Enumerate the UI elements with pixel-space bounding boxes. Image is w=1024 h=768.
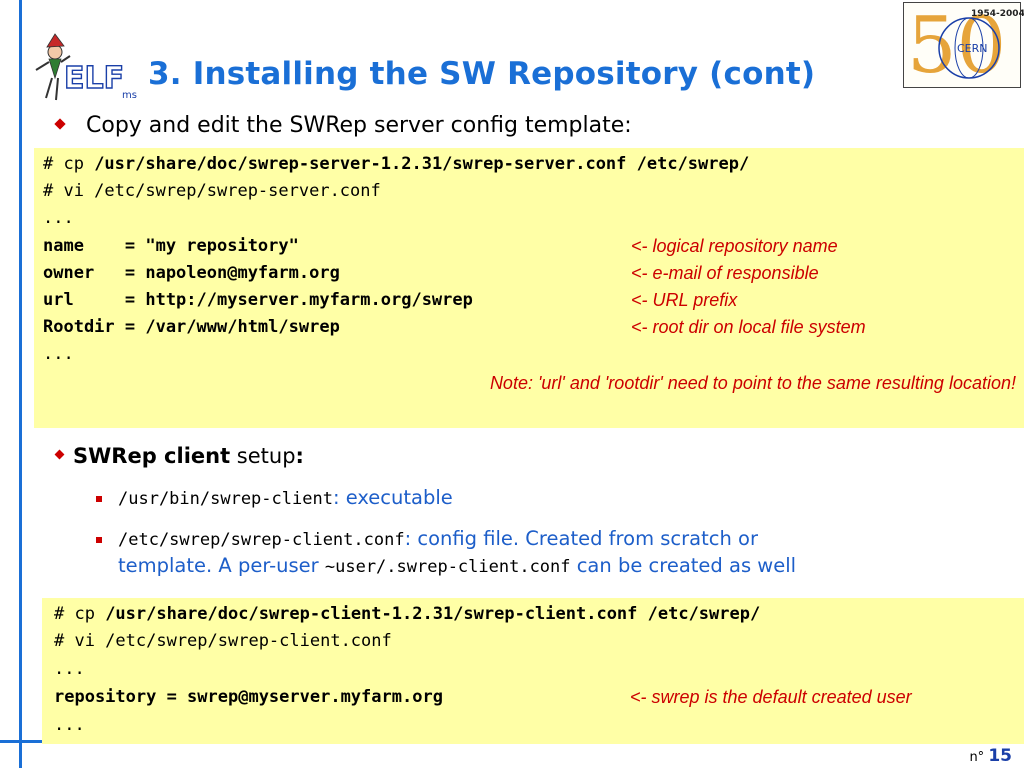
config-setting-rootdir: Rootdir = /var/www/html/swrep: [43, 317, 340, 337]
client-item-text: /etc/swrep/swrep-client.conf: config fil…: [118, 527, 758, 550]
elf-logo-text: ELF: [64, 61, 124, 96]
config-setting-owner: owner = napoleon@myfarm.org: [43, 263, 340, 283]
elf-logo-subtext: ms: [122, 90, 137, 101]
client-setup-bullet: SWRep client setup:: [54, 444, 304, 468]
left-vertical-rule: [19, 0, 22, 768]
intro-bullet: Copy and edit the SWRep server config te…: [54, 113, 632, 138]
client-setup-normal: setup: [230, 444, 296, 468]
diamond-bullet-icon: [54, 449, 65, 459]
config-comment: <- e-mail of responsible: [631, 263, 819, 283]
client-item-desc: : config file. Created from scratch or: [404, 527, 758, 550]
client-item-desc: : executable: [332, 486, 453, 509]
code-line: ...: [43, 208, 74, 228]
code-line: # vi /etc/swrep/swrep-server.conf: [43, 181, 381, 201]
client-config-code-block: # cp /usr/share/doc/swrep-client-1.2.31/…: [42, 598, 1024, 744]
config-comment: <- logical repository name: [631, 236, 838, 256]
config-setting-url: url = http://myserver.myfarm.org/swrep: [43, 290, 473, 310]
client-item-text-line2: template. A per-user ~user/.swrep-client…: [118, 554, 796, 577]
square-bullet-icon: [96, 496, 102, 502]
cern-logo-text: CERN: [957, 42, 988, 55]
client-setup-bold: SWRep client: [73, 444, 231, 468]
config-comment: <- root dir on local file system: [631, 317, 866, 337]
code-line: ...: [54, 715, 85, 735]
diamond-bullet-icon: [54, 118, 66, 130]
elf-logo: ELF ms: [35, 33, 137, 101]
cern-logo-years: 1954-2004: [971, 9, 1024, 19]
server-config-code-block: # cp /usr/share/doc/swrep-server-1.2.31/…: [34, 148, 1024, 428]
config-comment: <- swrep is the default created user: [630, 687, 912, 707]
code-line: ...: [43, 344, 74, 364]
code-line: # cp /usr/share/doc/swrep-client-1.2.31/…: [54, 601, 760, 628]
config-note: Note: 'url' and 'rootdir' need to point …: [489, 373, 1016, 393]
bottom-left-rule: [0, 740, 48, 743]
code-prompt: # cp: [43, 154, 95, 174]
code-line: # cp /usr/share/doc/swrep-server-1.2.31/…: [43, 151, 749, 178]
client-item-path: /usr/bin/swrep-client: [118, 489, 333, 509]
config-setting-name: name = "my repository": [43, 236, 299, 256]
client-item-desc: can be created as well: [570, 554, 797, 577]
page-number-value: 15: [988, 746, 1012, 766]
code-prompt: # cp: [54, 604, 106, 624]
client-item-path: ~user/.swrep-client.conf: [324, 557, 571, 577]
client-item-desc: template. A per-user: [118, 554, 325, 577]
config-comment: <- URL prefix: [631, 290, 738, 310]
intro-bullet-text: Copy and edit the SWRep server config te…: [86, 113, 632, 138]
config-setting-repository: repository = swrep@myserver.myfarm.org: [54, 687, 443, 707]
elf-figure-icon: [35, 33, 71, 101]
client-item-text: /usr/bin/swrep-client: executable: [118, 486, 453, 509]
client-item-path: /etc/swrep/swrep-client.conf: [118, 530, 405, 550]
code-command: /usr/share/doc/swrep-server-1.2.31/swrep…: [94, 154, 750, 174]
cern-50-logo: 50 1954-2004 CERN: [903, 1, 1024, 91]
code-command: /usr/share/doc/swrep-client-1.2.31/swrep…: [105, 604, 761, 624]
page-number: n° 15: [969, 746, 1012, 766]
square-bullet-icon: [96, 537, 102, 543]
page-number-prefix: n°: [969, 750, 985, 765]
slide-title: 3. Installing the SW Repository (cont): [148, 56, 816, 92]
code-line: # vi /etc/swrep/swrep-client.conf: [54, 631, 392, 651]
code-line: ...: [54, 659, 85, 679]
client-setup-colon: :: [295, 444, 304, 468]
